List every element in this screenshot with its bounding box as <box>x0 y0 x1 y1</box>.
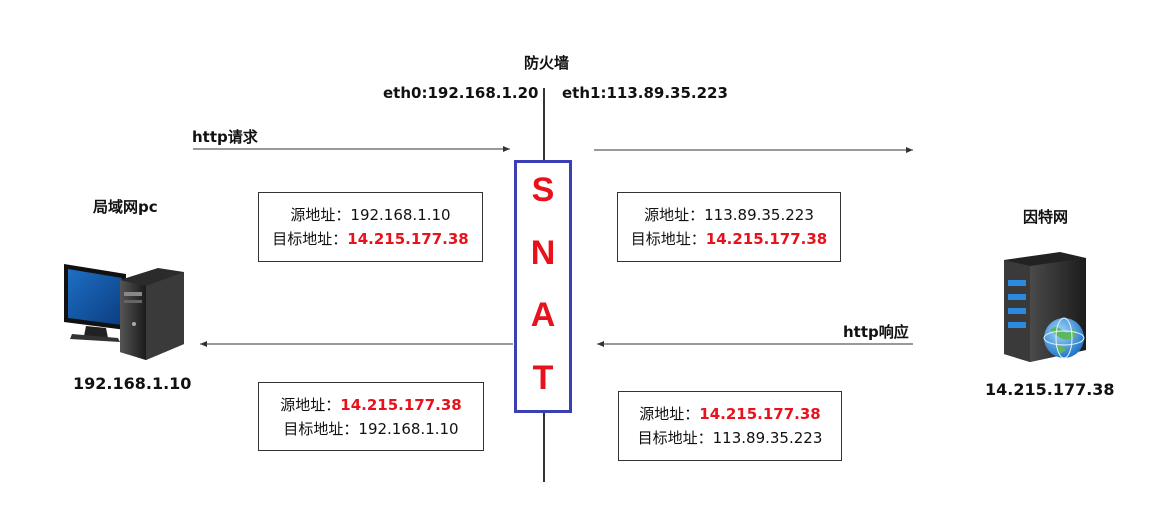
src-label: 源地址： <box>639 405 700 423</box>
dst-label: 目标地址： <box>283 419 359 438</box>
packet-src-row: 源地址：14.215.177.38 <box>259 393 483 417</box>
snat-box: S N A T <box>514 160 572 413</box>
dst-label: 目标地址： <box>637 429 713 447</box>
lan-title: 局域网pc <box>93 198 158 216</box>
snat-letter-t: T <box>532 359 554 397</box>
http-request-label: http请求 <box>192 128 258 146</box>
dst-label: 目标地址： <box>630 230 706 248</box>
src-value: 14.215.177.38 <box>340 395 462 414</box>
eth0-label: eth0:192.168.1.20 <box>383 84 539 102</box>
packet-dst-row: 目标地址：192.168.1.10 <box>259 417 483 441</box>
snat-letter-a: A <box>530 296 556 334</box>
snat-letter-n: N <box>530 234 556 272</box>
src-value: 192.168.1.10 <box>350 206 451 224</box>
packet-dst-row: 目标地址：14.215.177.38 <box>259 227 482 251</box>
packet-dst-row: 目标地址：113.89.35.223 <box>619 426 841 450</box>
packet-request-wan: 源地址：113.89.35.223 目标地址：14.215.177.38 <box>617 192 841 262</box>
src-label: 源地址： <box>290 206 351 224</box>
dst-value: 14.215.177.38 <box>705 230 828 248</box>
dst-label: 目标地址： <box>272 230 348 248</box>
packet-src-row: 源地址：113.89.35.223 <box>618 203 840 227</box>
src-label: 源地址： <box>644 206 705 224</box>
src-value: 14.215.177.38 <box>699 405 821 423</box>
snat-letter-s: S <box>531 171 555 209</box>
eth1-label: eth1:113.89.35.223 <box>562 84 728 102</box>
src-label: 源地址： <box>280 395 341 414</box>
desktop-pc-icon <box>62 262 186 368</box>
packet-src-row: 源地址：192.168.1.10 <box>259 203 482 227</box>
packet-response-wan: 源地址：14.215.177.38 目标地址：113.89.35.223 <box>618 391 842 461</box>
packet-dst-row: 目标地址：14.215.177.38 <box>618 227 840 251</box>
dst-value: 113.89.35.223 <box>712 429 823 447</box>
packet-response-lan: 源地址：14.215.177.38 目标地址：192.168.1.10 <box>258 382 484 451</box>
internet-ip: 14.215.177.38 <box>985 380 1115 399</box>
dst-value: 192.168.1.10 <box>358 419 459 438</box>
internet-title: 因特网 <box>1023 208 1069 226</box>
src-value: 113.89.35.223 <box>704 206 814 224</box>
packet-request-lan: 源地址：192.168.1.10 目标地址：14.215.177.38 <box>258 192 483 262</box>
packet-src-row: 源地址：14.215.177.38 <box>619 402 841 426</box>
server-globe-icon <box>1000 250 1092 370</box>
http-response-label: http响应 <box>843 323 909 341</box>
lan-ip: 192.168.1.10 <box>73 374 192 393</box>
dst-value: 14.215.177.38 <box>347 230 469 248</box>
firewall-title: 防火墙 <box>524 54 570 72</box>
